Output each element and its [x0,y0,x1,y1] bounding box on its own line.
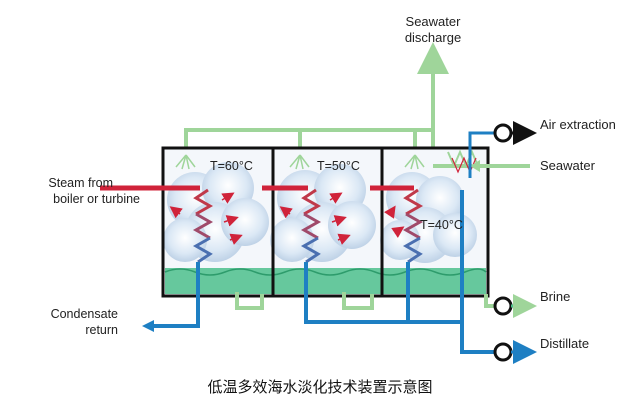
brine-transfer-line [235,292,496,310]
condensate-return-line [152,262,200,328]
seawater-inlet-arrow [470,160,480,172]
vapour-arrows [169,192,405,245]
condensate-label-line1: Condensate [51,307,118,321]
air-extraction-label: Air extraction [540,117,616,132]
effect-1-temperature: T=60°C [210,159,253,173]
condensate-return-arrow [142,320,154,332]
vapour-cloud-2 [270,164,376,262]
steam-label-line2: boiler or turbine [53,192,140,206]
brine-pool [165,268,486,294]
tube-bundle-1 [192,188,214,264]
spray-nozzles [175,154,425,170]
seawater-discharge-label-line1: Seawater [406,14,462,29]
distillate-pump [493,342,513,362]
distillate-label: Distillate [540,336,589,351]
steam-label-line1: Steam from [48,176,113,190]
condensate-label-line2: return [85,323,118,337]
tube-bundle-2 [300,188,322,264]
condenser-coil [433,149,479,174]
seawater-inlet-label: Seawater [540,158,596,173]
figure-caption: 低温多效海水淡化技术装置示意图 [207,378,433,396]
tube-bundle-3 [402,188,424,264]
distillate-line [304,190,496,354]
brine-pump [493,296,513,316]
seawater-discharge-label-line2: discharge [405,30,461,45]
brine-label: Brine [540,289,570,304]
air-extraction-line [468,121,537,178]
effect-2-temperature: T=50°C [317,159,360,173]
effect-3-temperature: T=40°C [420,218,463,232]
